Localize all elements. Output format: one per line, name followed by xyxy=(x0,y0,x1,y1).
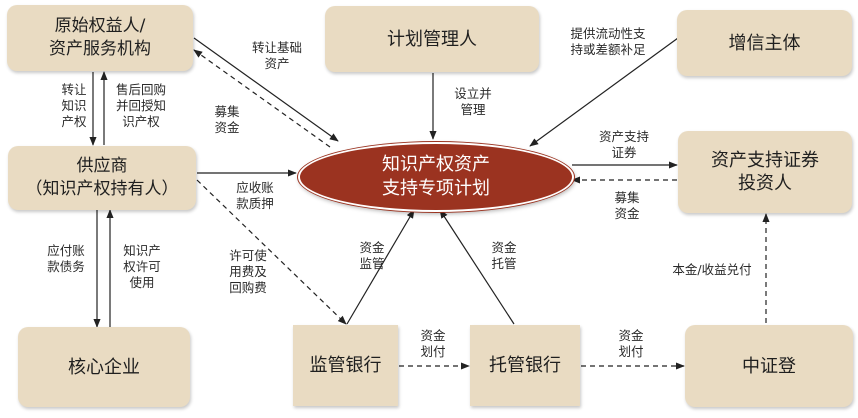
node-core-enterprise: 核心企业 xyxy=(18,327,190,407)
node-csdc: 中证登 xyxy=(685,325,853,407)
label-ip-license-use: 知识产 权许可 使用 xyxy=(123,243,161,290)
label-receivable-pledge: 应收账 款质押 xyxy=(236,180,274,211)
arrow-funds-supervision xyxy=(346,209,415,325)
node-plan-manager: 计划管理人 xyxy=(325,6,539,72)
label-transfer-underlying: 转让基础 资产 xyxy=(251,40,302,71)
label-raise-funds-left: 募集 资金 xyxy=(214,104,240,135)
label-liquidity-support: 提供流动性支 持或差额补足 xyxy=(570,26,646,57)
label-abs-securities: 资产支持 证券 xyxy=(598,129,649,160)
label-funds-transfer-1: 资金 划付 xyxy=(420,328,446,359)
node-original-owner: 原始权益人/ 资产服务机构 xyxy=(7,5,193,71)
node-credit-enhancer: 增信主体 xyxy=(677,10,852,76)
node-investors: 资产支持证券 投资人 xyxy=(678,131,852,213)
arrow-transfer-underlying xyxy=(193,37,339,142)
arrow-license-fee-buyback xyxy=(196,179,347,325)
node-center-plan: 知识产权资产 支持专项计划 xyxy=(298,142,574,212)
label-raise-funds-right: 募集 资金 xyxy=(614,190,640,221)
label-funds-supervision: 资金 监管 xyxy=(359,240,385,271)
node-supervisory-bank: 监管银行 xyxy=(293,325,398,406)
label-license-fee-buyback: 许可使 用费及 回购费 xyxy=(229,248,267,295)
label-principal-income: 本金/收益兑付 xyxy=(672,262,752,277)
arrow-funds-custody xyxy=(439,209,515,325)
label-setup-manage: 设立并 管理 xyxy=(454,86,492,117)
node-custodian-bank: 托管银行 xyxy=(470,325,580,406)
label-transfer-ip: 转让 知识 产权 xyxy=(61,82,87,129)
arrow-liquidity-support xyxy=(529,37,679,147)
label-funds-transfer-2: 资金 划付 xyxy=(618,328,644,359)
label-after-sale-buyback: 售后回购 并回授知 识产权 xyxy=(115,82,166,129)
label-funds-custody: 资金 托管 xyxy=(491,240,517,271)
label-payables-debt: 应付账 款债务 xyxy=(47,243,85,274)
arrow-raise-funds-to-owner xyxy=(193,49,331,148)
node-supplier: 供应商 （知识产权持有人） xyxy=(8,146,196,210)
